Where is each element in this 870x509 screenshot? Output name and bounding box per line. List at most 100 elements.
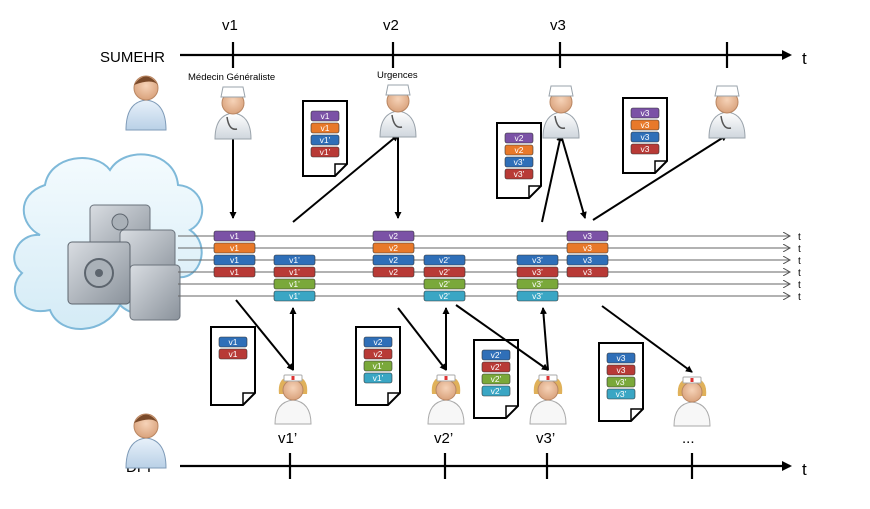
bottom-tick-label: v1’ [278, 430, 297, 447]
documents: v1v1v1’v1’v2v2v3’v3’v3v3v3v3v1v1v2v2v1’v… [210, 97, 668, 422]
version-tag: v3 [630, 143, 660, 155]
version-tag: v3’ [516, 290, 559, 302]
version-tag: v2 [372, 254, 415, 266]
version-tag: v3’ [606, 388, 636, 400]
version-tag-label: v1 [230, 255, 239, 265]
version-tag: v2’ [481, 373, 511, 385]
track-axis-label: t [798, 256, 801, 267]
version-tag: v1 [213, 242, 256, 254]
version-tag: v1’ [363, 360, 393, 372]
nurse-icon [427, 374, 465, 425]
version-tag-label: v1 [229, 337, 238, 347]
version-tag: v2’ [481, 361, 511, 373]
version-tag-label: v3 [617, 353, 626, 363]
version-tag-label: v3 [583, 231, 592, 241]
gp-label: Médecin Généraliste [188, 72, 275, 83]
bottom-tick-label: ... [682, 430, 695, 447]
version-tag-label: v2 [515, 145, 524, 155]
doctor-icon [214, 86, 252, 140]
people [125, 75, 746, 469]
version-tag-label: v3’ [616, 377, 627, 387]
version-tag: v2’ [481, 385, 511, 397]
sumehr-timeline: SUMEHR t v1 v2 v3 [100, 17, 807, 68]
version-tag: v3 [566, 254, 609, 266]
document-icon: v2’ v2’ v2’ v2’ [473, 339, 519, 419]
version-tag: v1 [213, 230, 256, 242]
version-tag-label: v3 [641, 132, 650, 142]
version-tag-label: v2 [374, 349, 383, 359]
er-label: Urgences [377, 70, 418, 81]
dpi-timeline: DPI t v1’ v2’ v3’ ... [126, 430, 807, 479]
version-tag-label: v3 [583, 243, 592, 253]
version-tag: v3’ [606, 376, 636, 388]
version-tag: v3’ [516, 266, 559, 278]
version-tag: v1’ [273, 290, 316, 302]
version-tag-label: v3 [583, 255, 592, 265]
version-tag-label: v3’ [514, 157, 525, 167]
patient-icon [125, 413, 167, 469]
version-tag: v1 [213, 254, 256, 266]
version-tag-label: v1 [230, 243, 239, 253]
version-tag-label: v1 [321, 111, 330, 121]
sumehr-label: SUMEHR [100, 49, 165, 66]
version-tag: v1’ [363, 372, 393, 384]
top-tick-label: v1 [222, 17, 238, 34]
nurse-icon [673, 376, 711, 427]
nurse-icon [274, 374, 312, 425]
version-tag: v1 [218, 348, 248, 360]
version-tag-label: v3 [641, 144, 650, 154]
version-tag-label: v3 [617, 365, 626, 375]
version-tag: v3’ [504, 156, 534, 168]
version-tag: v2’ [423, 266, 466, 278]
version-tag: v2’ [423, 254, 466, 266]
version-tag: v3 [630, 131, 660, 143]
version-tag-label: v2’ [491, 386, 502, 396]
version-tag: v2’ [423, 290, 466, 302]
version-tag-label: v2 [389, 255, 398, 265]
version-tag: v3 [630, 119, 660, 131]
version-tag: v3 [606, 364, 636, 376]
version-tag-label: v2 [515, 133, 524, 143]
version-tag-label: v3’ [532, 267, 543, 277]
version-tag: v3 [630, 107, 660, 119]
version-tag-label: v2’ [439, 255, 450, 265]
version-tag: v1 [310, 110, 340, 122]
track-axis-label: t [798, 280, 801, 291]
version-tag: v1’ [273, 254, 316, 266]
version-tag-label: v2’ [491, 374, 502, 384]
vault-icon [67, 204, 181, 321]
version-tag: v1 [218, 336, 248, 348]
version-tag: v2 [372, 242, 415, 254]
version-tag-label: v2’ [439, 291, 450, 301]
version-tag-label: v2 [389, 231, 398, 241]
patient-icon [125, 75, 167, 131]
version-tag: v3 [566, 266, 609, 278]
version-tag-label: v1’ [373, 373, 384, 383]
version-tag-label: v1’ [289, 291, 300, 301]
version-tag-label: v2’ [491, 350, 502, 360]
version-tag: v2 [363, 348, 393, 360]
version-tag: v3’ [516, 278, 559, 290]
version-tag-label: v2 [389, 243, 398, 253]
version-tag: v3 [566, 230, 609, 242]
dpi-axis-label: t [802, 460, 807, 479]
version-tag-label: v3’ [514, 169, 525, 179]
version-tag-label: v2 [389, 267, 398, 277]
bottom-tick-label: v3’ [536, 430, 555, 447]
version-tag: v2’ [481, 349, 511, 361]
doctor-icon [379, 84, 417, 138]
version-tag: v2 [363, 336, 393, 348]
version-tag: v3 [566, 242, 609, 254]
version-tag-label: v2’ [491, 362, 502, 372]
version-tag-label: v3 [641, 120, 650, 130]
version-tag-label: v1’ [320, 147, 331, 157]
track-axis-label: t [798, 232, 801, 243]
version-tag-label: v3’ [616, 389, 627, 399]
version-tag-label: v1’ [289, 279, 300, 289]
